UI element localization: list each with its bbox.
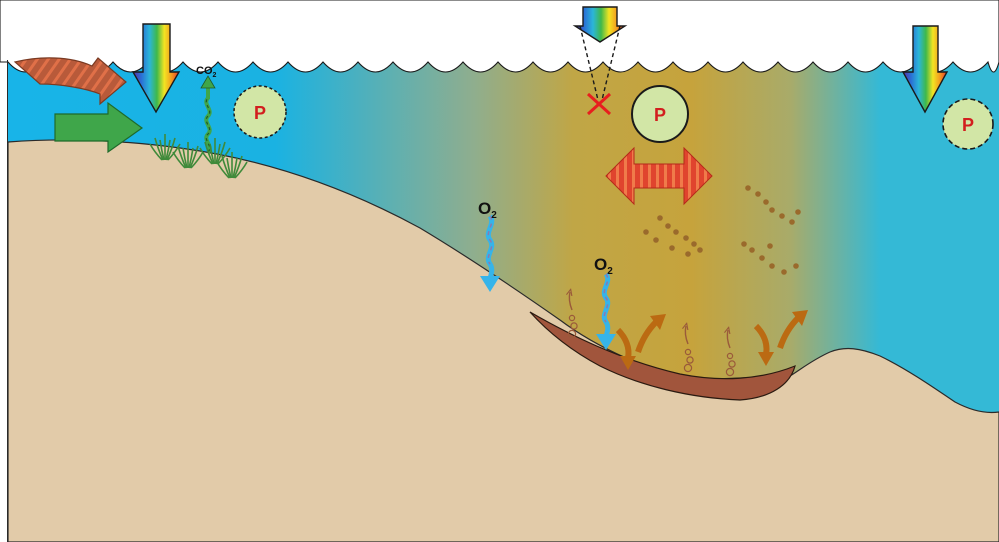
phytoplankton-cell-icon: P [234,86,286,138]
particle-dot [673,229,679,235]
particle-dot [685,251,691,257]
particle-dot [763,199,769,205]
phytoplankton-label-middle: P [654,105,666,125]
particle-dot [755,191,761,197]
particle-dot [697,247,703,253]
particle-dot [669,245,675,251]
particle-dot [643,229,649,235]
particle-dot [795,209,801,215]
particle-dot [769,263,775,269]
particle-dot [653,237,659,243]
particle-dot [789,219,795,225]
particle-dot [781,269,787,275]
particle-dot [749,247,755,253]
particle-dot [779,213,785,219]
particle-dot [767,243,773,249]
particle-dot [745,185,751,191]
particle-dot [769,207,775,213]
particle-dot [759,255,765,261]
particle-dot [793,263,799,269]
particle-dot [691,241,697,247]
particle-dot [665,223,671,229]
phytoplankton-cell-icon: P [943,99,993,149]
phytoplankton-label-right: P [962,115,974,135]
particle-dot [683,235,689,241]
phytoplankton-label-left: P [254,103,266,123]
particle-dot [741,241,747,247]
particle-dot [657,215,663,221]
phytoplankton-cell-icon: P [632,86,688,142]
